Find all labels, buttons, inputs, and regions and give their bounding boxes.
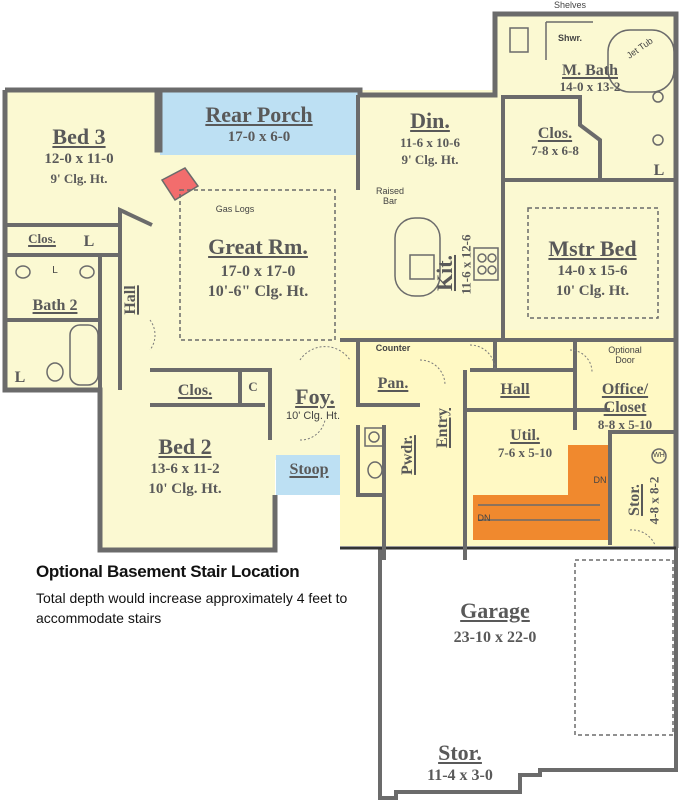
bed3-name: Bed 3	[52, 124, 106, 149]
counter-label: Counter	[375, 343, 411, 353]
kit-name: Kit.	[432, 254, 457, 292]
rear-porch-fill	[160, 90, 358, 155]
garage-walls	[378, 548, 678, 800]
l-label-bath-sink: L	[52, 265, 58, 276]
foy-ceiling: 10' Clg. Ht.	[285, 410, 341, 422]
dining-kitchen-fill	[358, 90, 503, 342]
bed2-ceiling: 10' Clg. Ht.	[148, 481, 222, 497]
mstr-bed-ceiling: 10' Clg. Ht.	[555, 283, 630, 299]
clos-bed2-label: Clos.	[177, 382, 213, 399]
util-name: Util.	[510, 427, 540, 444]
c-label: C	[248, 379, 258, 394]
foy-name: Foy.	[295, 384, 335, 409]
garage-dim: 23-10 x 22-0	[453, 629, 537, 646]
interior-walls	[5, 95, 676, 560]
rear-porch-name: Rear Porch	[205, 102, 313, 127]
m-bath-name: M. Bath	[562, 62, 618, 79]
stor-right-name: Stor.	[626, 484, 643, 516]
optional-door-label: Optional Door	[608, 345, 642, 365]
hall-center-label: Hall	[500, 381, 530, 398]
dn-label-1: DN	[593, 475, 607, 485]
clos-bed3-label: Clos.	[28, 231, 56, 246]
stor-bottom-name: Stor.	[438, 740, 482, 765]
dn-label-2: DN	[477, 513, 491, 523]
garage-name: Garage	[460, 598, 530, 623]
rear-porch-dim: 17-0 x 6-0	[227, 129, 291, 145]
stair-fill	[473, 445, 610, 540]
bed2-dim: 13-6 x 11-2	[150, 461, 220, 477]
great-rm-name: Great Rm.	[208, 234, 308, 259]
entry-label: Entry	[434, 408, 451, 448]
shelves-label: Shelves	[553, 0, 587, 10]
m-bath-dim: 14-0 x 13-2	[559, 79, 621, 94]
util-dim: 7-6 x 5-10	[497, 445, 553, 460]
raised-bar-label: Raised Bar	[375, 186, 404, 206]
bed3-ceiling: 9' Clg. Ht.	[50, 171, 108, 186]
foyer-fill	[270, 370, 350, 460]
office-name1: Office/	[601, 381, 649, 398]
room-fills	[5, 14, 675, 550]
stor-bottom-dim: 11-4 x 3-0	[427, 767, 493, 784]
note-body: Total depth would increase approximately…	[36, 590, 348, 626]
left-wing-fill	[5, 90, 157, 390]
wh-label: WH	[653, 452, 665, 459]
fireplace	[160, 167, 200, 202]
fixtures	[15, 21, 675, 736]
mstr-bed-dim: 14-0 x 15-6	[557, 263, 628, 279]
office-name2: Closet	[603, 399, 647, 416]
bed2-name: Bed 2	[158, 434, 212, 459]
hall-left-label: Hall	[122, 285, 139, 315]
mstr-bed-name: Mstr Bed	[548, 236, 637, 261]
din-dim: 11-6 x 10-6	[400, 135, 460, 150]
note-title: Optional Basement Stair Location	[36, 562, 300, 581]
m-clos-name: Clos.	[537, 125, 573, 142]
stoop-label: Stoop	[289, 461, 329, 478]
l-label-closet: L	[83, 233, 95, 250]
kit-dim: 11-6 x 12-6	[458, 234, 474, 295]
bed2-fill	[100, 370, 275, 550]
gas-logs-label: Gas Logs	[215, 204, 255, 214]
office-dim: 8-8 x 5-10	[597, 417, 653, 432]
shwr-label: Shwr.	[557, 33, 582, 43]
stoop-fill	[276, 455, 340, 495]
bath2-label: Bath 2	[32, 297, 78, 314]
l-label-master: L	[653, 162, 665, 179]
din-name: Din.	[410, 108, 450, 133]
doors	[149, 319, 656, 546]
pwdr-label: Pwdr.	[399, 435, 416, 475]
great-rm-dim: 17-0 x 17-0	[220, 263, 296, 280]
m-clos-dim: 7-8 x 6-8	[531, 143, 579, 158]
din-ceiling: 9' Clg. Ht.	[401, 152, 459, 167]
pan-label: Pan.	[377, 375, 409, 392]
l-label-bath: L	[14, 369, 26, 386]
stor-right-dim: 4-8 x 8-2	[646, 476, 662, 525]
great-rm-ceiling: 10'-6" Clg. Ht.	[207, 283, 309, 300]
bed3-dim: 12-0 x 11-0	[44, 151, 114, 167]
exterior-walls	[2, 11, 679, 553]
